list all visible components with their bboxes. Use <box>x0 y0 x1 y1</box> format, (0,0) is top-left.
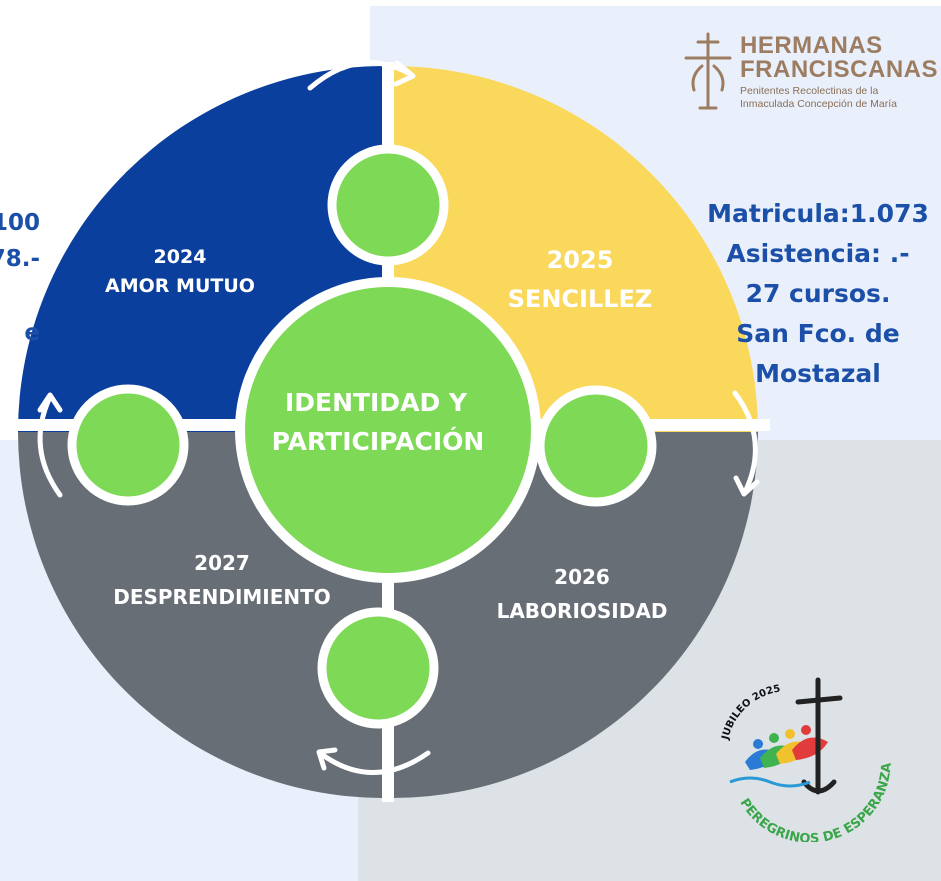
quadrant-2025-label: SENCILLEZ <box>508 285 653 313</box>
left-stats-line2: 78.- <box>0 246 40 272</box>
water-wave-icon <box>729 776 811 788</box>
jubileo-arc-top-text: JUBILEO 2025 <box>720 683 781 741</box>
cycle-arrow-top-icon <box>307 60 416 91</box>
left-stats-line1: 100 <box>0 210 40 236</box>
center-title-line1: IDENTIDAD Y <box>285 388 468 417</box>
right-stats-line3: 27 cursos. <box>745 279 891 308</box>
quadrant-2026-year: 2026 <box>554 565 610 589</box>
node-circle-right <box>535 385 657 507</box>
right-stats-text: Matricula:1.073 Asistencia: .- 27 cursos… <box>694 194 941 394</box>
quadrant-2027-year: 2027 <box>194 551 250 575</box>
cycle-arrow-right-icon <box>732 390 760 497</box>
right-stats-line1: Matricula:1.073 <box>707 199 929 228</box>
logo-title-line1: HERMANAS <box>740 32 883 59</box>
center-circle <box>235 277 541 583</box>
node-circle-top <box>327 144 449 266</box>
svg-text:JUBILEO 2025: JUBILEO 2025 <box>720 683 781 741</box>
logo-title-line2: FRANCISCANAS <box>740 56 938 83</box>
logo-subtitle-line2: Inmaculada Concepción de María <box>740 98 898 110</box>
left-stats-line3: e <box>24 320 40 346</box>
quadrant-2024-label: AMOR MUTUO <box>105 275 255 297</box>
quadrant-2027-label: DESPRENDIMIENTO <box>113 585 331 609</box>
cycle-arrow-bottom-icon <box>316 747 431 775</box>
hermanas-franciscanas-logo: HERMANAS FRANCISCANAS Penitentes Recolec… <box>680 30 938 110</box>
right-stats-line5: Mostazal <box>755 359 881 388</box>
quadrant-2024-year: 2024 <box>154 246 207 268</box>
node-circle-left <box>67 384 189 506</box>
quadrant-2025-year: 2025 <box>547 246 614 274</box>
logo-subtitle-line1: Penitentes Recolectinas de la <box>740 85 879 97</box>
right-stats-line4: San Fco. de <box>736 319 900 348</box>
quadrant-2026-label: LABORIOSIDAD <box>497 599 668 623</box>
jubileo-2025-logo: JUBILEO 2025 PEREGRINOS DE ESPERANZA <box>700 662 900 847</box>
node-circle-bottom <box>317 607 439 729</box>
jubileo-emblem-icon: JUBILEO 2025 PEREGRINOS DE ESPERANZA <box>720 677 895 847</box>
cycle-arrow-left-icon <box>37 392 63 498</box>
right-stats-line2: Asistencia: .- <box>726 239 910 268</box>
cross-emblem-icon <box>684 32 732 110</box>
pilgrim-figures-icon <box>745 725 828 770</box>
left-stats-text: 100 78.- e <box>0 205 40 351</box>
cross-anchor-icon <box>795 677 843 795</box>
center-title-line2: PARTICIPACIÓN <box>272 426 485 456</box>
